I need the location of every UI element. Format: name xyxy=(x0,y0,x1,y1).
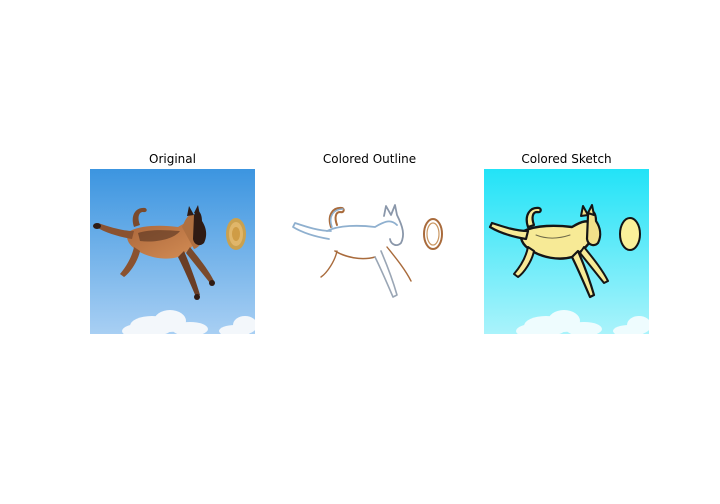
outline-panel: Colored Outline xyxy=(287,151,452,334)
clouds xyxy=(122,310,255,334)
dog xyxy=(93,205,215,300)
sketch-image xyxy=(484,169,649,334)
outline-background xyxy=(287,169,452,334)
original-image xyxy=(90,169,255,334)
frisbee-outline xyxy=(423,218,443,250)
original-panel: Original xyxy=(90,151,255,334)
sketch-clouds xyxy=(516,310,649,334)
sketch-dog xyxy=(488,204,609,299)
sketch-title: Colored Sketch xyxy=(521,152,612,166)
outline-image xyxy=(287,169,452,334)
dog-outline xyxy=(292,204,412,298)
sketch-panel: Colored Sketch xyxy=(484,151,649,334)
frisbee xyxy=(226,218,246,250)
original-title: Original xyxy=(149,152,196,166)
sketch-frisbee xyxy=(619,217,641,251)
outline-title: Colored Outline xyxy=(322,152,417,166)
